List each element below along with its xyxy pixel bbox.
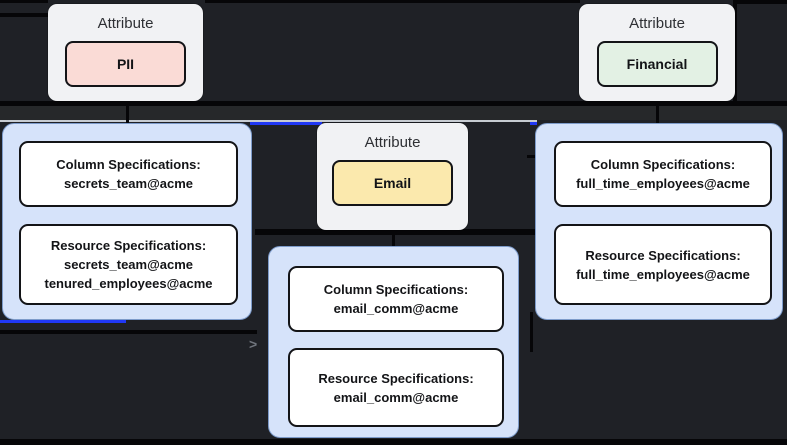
attribute-card-financial: Attribute Financial <box>579 4 735 101</box>
edge-connector-email <box>392 228 395 246</box>
edge-segment-into-right-cluster <box>527 155 536 158</box>
node-column-specs-email: Column Specifications: email_comm@acme <box>288 266 504 332</box>
cluster-email-specs: Column Specifications: email_comm@acme R… <box>268 246 519 438</box>
node-resource-specs-financial: Resource Specifications: full_time_emplo… <box>554 224 772 305</box>
node-text-line: Column Specifications: <box>56 157 201 172</box>
edge-segment-under-email <box>255 229 535 235</box>
canvas-lane-band <box>0 106 787 120</box>
attribute-card-title: Attribute <box>629 15 685 32</box>
edge-connector-financial <box>656 100 659 123</box>
node-text-line: secrets_team@acme <box>63 176 194 191</box>
edge-connector-pii <box>126 100 129 123</box>
node-text-line: email_comm@acme <box>333 301 459 316</box>
edge-segment-mid-vertical <box>530 312 533 352</box>
node-text-line: Resource Specifications: <box>585 247 741 263</box>
node-text-line: tenured_employees@acme <box>44 276 213 291</box>
node-text-line: full_time_employees@acme <box>576 266 750 282</box>
cluster-pii-specs: Column Specifications: secrets_team@acme… <box>2 123 252 320</box>
node-column-specs-financial: Column Specifications: full_time_employe… <box>554 141 772 207</box>
edge-segment-top-left-b <box>0 13 48 17</box>
edge-segment-right-vertical <box>733 0 737 101</box>
edge-segment-top-right <box>733 0 787 4</box>
node-text-line: Resource Specifications: <box>318 370 474 386</box>
node-text-line: Column Specifications: <box>590 157 736 172</box>
cluster-financial-specs: Column Specifications: full_time_employe… <box>535 123 783 320</box>
node-text-line: email_comm@acme <box>333 389 459 405</box>
edge-arrowhead-icon: > <box>249 336 258 352</box>
badge-pii: PII <box>65 41 186 87</box>
edge-blue-top-left <box>250 122 322 125</box>
edge-blue-top-right <box>530 122 537 125</box>
node-text-line: full_time_employees@acme <box>576 176 750 191</box>
node-resource-specs-pii: Resource Specifications: secrets_team@ac… <box>19 224 238 305</box>
badge-financial: Financial <box>596 41 718 87</box>
node-resource-specs-email: Resource Specifications: email_comm@acme <box>288 348 504 427</box>
edge-segment-mid-band-top <box>0 101 787 106</box>
edge-segment-top-middle <box>205 0 580 3</box>
attribute-card-title: Attribute <box>364 134 421 151</box>
badge-email: Email <box>332 160 453 206</box>
edge-segment-top-left-a <box>0 0 48 3</box>
node-text-line: Column Specifications: <box>323 282 469 297</box>
edge-segment-bottom <box>0 439 787 445</box>
node-text-line: Resource Specifications: <box>50 238 207 253</box>
node-column-specs-pii: Column Specifications: secrets_team@acme <box>19 141 238 207</box>
attribute-card-pii: Attribute PII <box>48 4 203 101</box>
edge-blue-bottom-left <box>0 320 126 323</box>
edge-segment-bottom-left <box>0 330 257 334</box>
edge-gray-horizontal <box>0 120 537 122</box>
attribute-card-title: Attribute <box>97 15 154 32</box>
attribute-card-email: Attribute Email <box>317 123 468 230</box>
node-text-line: secrets_team@acme <box>63 257 194 272</box>
